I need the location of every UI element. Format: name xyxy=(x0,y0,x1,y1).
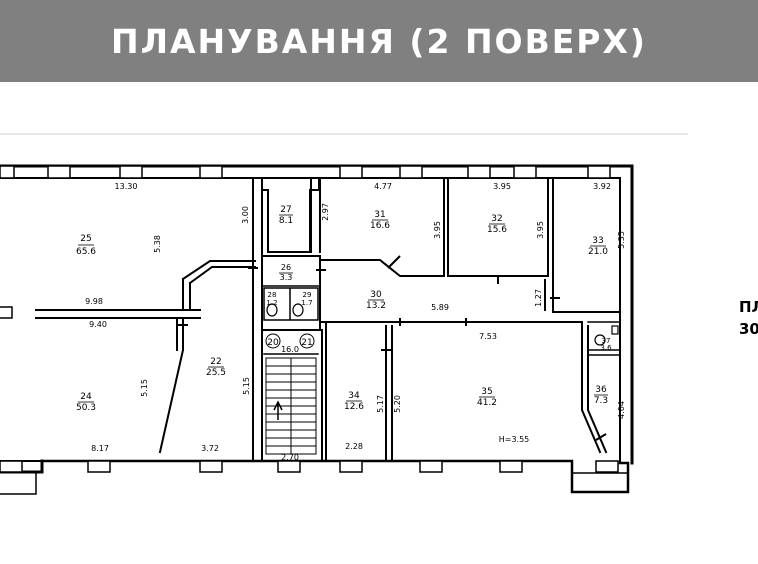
room-20-area: 16.0 xyxy=(281,345,299,354)
dim-2-28: 2.28 xyxy=(345,442,363,451)
room-24-area: 50.3 xyxy=(76,403,96,413)
dim-3-00: 3.00 xyxy=(241,206,250,224)
dim-3-72: 3.72 xyxy=(201,444,219,453)
room-25-no: 25 xyxy=(80,234,91,244)
room-35-area: 41.2 xyxy=(477,398,497,408)
room-28-no: 28 xyxy=(268,291,277,299)
room-26-no: 26 xyxy=(281,263,291,272)
dim-5-38: 5.38 xyxy=(153,235,162,253)
room-35-no: 35 xyxy=(481,387,492,397)
room-36-area: 7.3 xyxy=(594,396,608,406)
room-32-no: 32 xyxy=(491,214,502,224)
room-34-no: 34 xyxy=(348,391,360,401)
room-31-area: 16.6 xyxy=(370,221,390,231)
room-37-no: 37 xyxy=(602,337,611,345)
room-22-area: 25.5 xyxy=(206,368,226,378)
side-label-line2: 30 xyxy=(739,320,758,338)
page-title: ПЛАНУВАННЯ (2 ПОВЕРХ) xyxy=(110,21,648,61)
dim-2-97: 2.97 xyxy=(321,203,330,221)
room-31-no: 31 xyxy=(374,210,385,220)
room-37-area: 3.6 xyxy=(600,344,612,352)
room-29-no: 29 xyxy=(303,291,312,299)
room-33-area: 21.0 xyxy=(588,247,608,257)
dim-3-95-c: 3.95 xyxy=(536,221,545,239)
dim-2-70: 2.70 xyxy=(281,453,299,462)
room-29-area: 1.7 xyxy=(301,299,312,307)
header-bar: ПЛАНУВАННЯ (2 ПОВЕРХ) xyxy=(0,0,758,82)
dim-1-27: 1.27 xyxy=(534,289,543,307)
door-marks xyxy=(178,255,607,441)
room-25-area: 65.6 xyxy=(76,247,96,257)
room-33-no: 33 xyxy=(592,236,603,246)
room-30-area: 13.2 xyxy=(366,301,386,311)
dim-3-95: 3.95 xyxy=(493,182,511,191)
dim-3-95-b: 3.95 xyxy=(433,221,442,239)
dim-9-98: 9.98 xyxy=(85,297,103,306)
dim-h-3-55: H=3.55 xyxy=(499,435,530,444)
dim-5-15-a: 5.15 xyxy=(140,379,149,397)
room-21-no: 21 xyxy=(301,338,312,348)
dim-8-17: 8.17 xyxy=(91,444,109,453)
side-label-line1: ПЛ xyxy=(739,298,758,316)
room-labels: 25 65.6 24 50.3 22 25.5 27 8.1 26 3.3 28… xyxy=(76,205,612,413)
dim-5-35: 5.35 xyxy=(617,231,626,249)
dim-4-04: 4.04 xyxy=(617,401,626,419)
dim-5-17: 5.17 xyxy=(376,395,385,413)
room-32-area: 15.6 xyxy=(487,225,507,235)
room-27-no: 27 xyxy=(280,205,291,215)
dim-5-20: 5.20 xyxy=(393,395,402,413)
dim-4-77: 4.77 xyxy=(374,182,392,191)
dim-3-92: 3.92 xyxy=(593,182,611,191)
dimension-labels: 13.30 4.77 3.95 3.92 9.98 9.40 5.89 7.53… xyxy=(85,182,626,462)
dim-7-53: 7.53 xyxy=(479,332,497,341)
dim-9-40: 9.40 xyxy=(89,320,107,329)
room-34-area: 12.6 xyxy=(344,402,364,412)
room-22-no: 22 xyxy=(210,357,221,367)
toilet-icons xyxy=(266,303,619,346)
room-30-no: 30 xyxy=(370,290,382,300)
dim-5-89: 5.89 xyxy=(431,303,449,312)
walls xyxy=(0,164,634,495)
room-27-area: 8.1 xyxy=(279,216,293,226)
stair-treads xyxy=(265,357,317,455)
side-label: ПЛ 30 xyxy=(739,296,758,340)
room-20-no: 20 xyxy=(267,338,279,348)
room-26-area: 3.3 xyxy=(280,273,293,282)
dim-5-15-b: 5.15 xyxy=(242,377,251,395)
room-28-area: 1.2 xyxy=(266,299,277,307)
windows xyxy=(0,165,619,473)
dim-13-30: 13.30 xyxy=(115,182,138,191)
room-36-no: 36 xyxy=(595,385,607,395)
room-24-no: 24 xyxy=(80,392,92,402)
